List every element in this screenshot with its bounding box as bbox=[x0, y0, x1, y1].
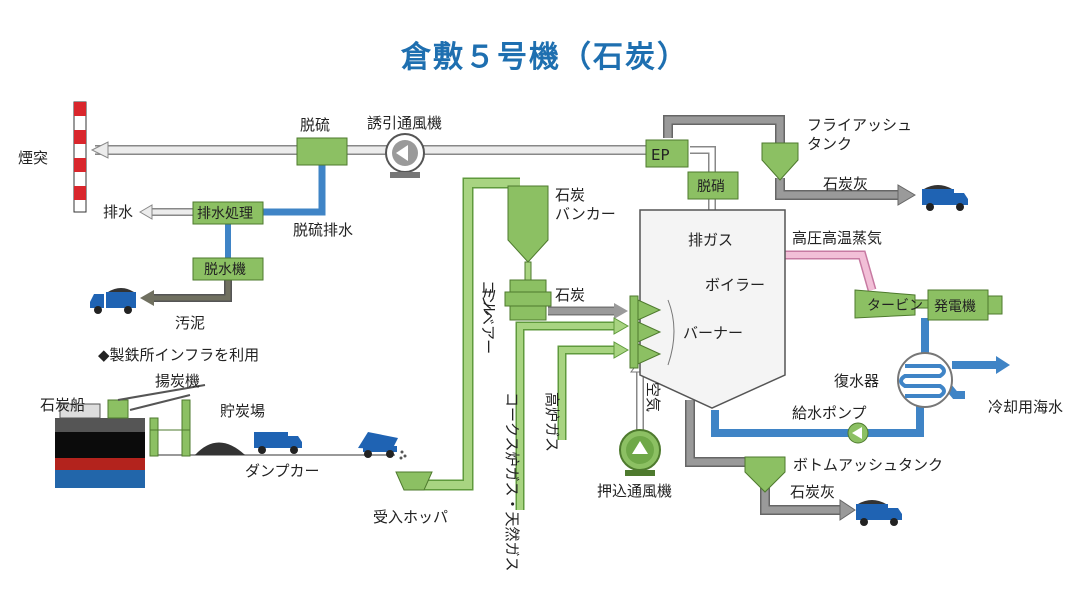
label-flyash-tank-l1: フライアッシュ bbox=[807, 116, 912, 134]
label-coal-ash-top: 石炭灰 bbox=[823, 175, 868, 193]
steam-pipe bbox=[785, 250, 877, 292]
label-coke-gas: コークス炉ガス・天然ガス bbox=[503, 392, 521, 572]
ep-box bbox=[645, 139, 689, 168]
label-bf-gas: 高炉ガス bbox=[543, 392, 561, 452]
denitrator-box bbox=[687, 171, 739, 200]
bottom-ash-tank bbox=[744, 456, 786, 493]
truck-icon bbox=[254, 432, 302, 454]
dump-truck-icon bbox=[358, 432, 407, 460]
label-conveyor: コンベアー bbox=[479, 280, 497, 354]
label-idfan: 誘引通風機 bbox=[367, 114, 442, 132]
mill bbox=[504, 279, 552, 321]
label-fd-fan: 押込通風機 bbox=[597, 482, 672, 500]
label-ep: EP bbox=[651, 146, 670, 164]
label-flyash-tank-l2: タンク bbox=[807, 135, 852, 153]
diagram-title: 倉敷５号機（石炭） bbox=[401, 40, 689, 75]
label-boiler: ボイラー bbox=[705, 276, 765, 294]
flyash-pipe bbox=[663, 115, 916, 206]
feedwater-pump-icon bbox=[847, 422, 869, 444]
label-coal-yard: 貯炭場 bbox=[220, 402, 265, 420]
label-feed-pump: 給水ポンプ bbox=[792, 404, 867, 422]
label-dump-truck: ダンプカー bbox=[245, 462, 320, 480]
generator bbox=[914, 289, 1003, 321]
label-hopper: 受入ホッパ bbox=[373, 508, 448, 526]
label-coal: 石炭 bbox=[555, 286, 585, 304]
coal-bunker bbox=[507, 185, 549, 281]
coal-pile bbox=[195, 442, 245, 455]
conveyor-pipe bbox=[420, 177, 520, 491]
desulf-drain-pipe bbox=[262, 163, 326, 216]
bottom-ash-pipe bbox=[685, 400, 856, 521]
turbine bbox=[854, 289, 916, 319]
chimney bbox=[73, 101, 87, 213]
label-coal-ship: 石炭船 bbox=[40, 396, 85, 414]
burners bbox=[629, 295, 675, 369]
label-mill: ミル bbox=[480, 286, 498, 316]
label-desulf-drain: 脱硫排水 bbox=[293, 221, 353, 239]
label-wastewater-treatment: 排水処理 bbox=[197, 206, 253, 222]
mill-to-burner-pipe bbox=[548, 303, 628, 319]
unloader-crane bbox=[107, 384, 206, 457]
fd-fan-icon bbox=[619, 429, 661, 476]
label-sludge: 汚泥 bbox=[175, 314, 205, 332]
label-cooling-water: 冷却用海水 bbox=[988, 398, 1063, 416]
label-denitrator: 脱硝 bbox=[697, 179, 725, 195]
label-air: 空気 bbox=[644, 382, 662, 412]
label-unloader: 揚炭機 bbox=[155, 372, 200, 390]
label-bottom-ash-tank: ボトムアッシュタンク bbox=[793, 456, 943, 474]
label-coal-bunker: 石炭 バンカー bbox=[555, 186, 616, 223]
label-burner: バーナー bbox=[683, 324, 743, 342]
desulfurizer-box bbox=[296, 137, 348, 166]
label-infra-note: ◆製鉄所インフラを利用 bbox=[98, 346, 259, 364]
label-generator: 発電機 bbox=[934, 299, 976, 315]
label-hp-steam: 高圧高温蒸気 bbox=[792, 229, 882, 247]
label-chimney: 煙突 bbox=[18, 149, 48, 167]
bottom-ash-truck-icon bbox=[856, 500, 902, 526]
label-coal-bunker-l2: バンカー bbox=[555, 205, 616, 223]
condenser bbox=[897, 352, 953, 408]
label-condenser: 復水器 bbox=[834, 372, 879, 390]
flyash-truck-icon bbox=[922, 185, 968, 211]
receiving-hopper bbox=[395, 471, 433, 491]
flyash-tank bbox=[761, 142, 799, 181]
drain-pipe bbox=[139, 204, 195, 220]
label-flyash-tank: フライアッシュ タンク bbox=[807, 116, 917, 153]
label-dewatering: 脱水機 bbox=[204, 262, 246, 278]
sludge-truck-icon bbox=[90, 288, 136, 314]
wastewater-treatment-box bbox=[192, 201, 264, 225]
id-fan-icon bbox=[385, 133, 425, 178]
gas-fuel-pipes bbox=[515, 317, 630, 510]
label-coal-bunker-l1: 石炭 bbox=[555, 186, 585, 204]
coal-ship bbox=[55, 403, 145, 488]
feedwater-pipe bbox=[711, 395, 924, 437]
label-drainage: 排水 bbox=[103, 203, 133, 221]
flue-gas-pipe bbox=[90, 141, 660, 159]
sludge-pipe bbox=[140, 276, 232, 306]
dewatering-box bbox=[192, 257, 264, 281]
label-exhaust-gas: 排ガス bbox=[688, 231, 733, 249]
label-turbine: タービン bbox=[867, 298, 923, 314]
label-desulfurizer: 脱硫 bbox=[300, 116, 330, 134]
label-coal-ash-bottom: 石炭灰 bbox=[790, 483, 835, 501]
